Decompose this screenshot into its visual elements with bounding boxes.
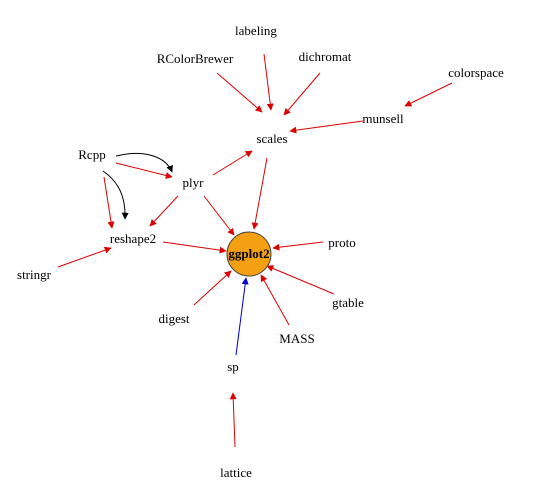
node-dichromat[interactable]: dichromat	[299, 49, 352, 64]
edge-plyr-to-scales	[212, 150, 253, 176]
node-labeling[interactable]: labeling	[235, 23, 277, 38]
node-scales[interactable]: scales	[256, 131, 287, 146]
node-labels: labeling RColorBrewer dichromat colorspa…	[17, 23, 504, 480]
node-sp[interactable]: sp	[227, 359, 239, 374]
edge-labeling-to-scales	[263, 53, 274, 111]
node-rcpp[interactable]: Rcpp	[78, 147, 105, 162]
node-reshape2[interactable]: reshape2	[110, 231, 156, 246]
edge-sp-to-ggplot2	[235, 277, 249, 356]
edge-rcolorbrewer-to-scales	[216, 72, 263, 113]
node-ggplot2[interactable]: ggplot2	[226, 231, 272, 277]
edge-plyr-to-reshape2	[149, 195, 179, 227]
edge-scales-to-ggplot2	[251, 157, 268, 230]
edge-munsell-to-scales	[289, 120, 364, 134]
edge-plyr-to-ggplot2	[203, 195, 235, 236]
edge-rcpp-to-plyr-loop	[115, 152, 173, 173]
node-gtable[interactable]: gtable	[332, 295, 364, 310]
edge-rcpp-to-reshape2-loop	[102, 170, 129, 220]
node-digest[interactable]: digest	[158, 311, 189, 326]
node-stringr[interactable]: stringr	[17, 267, 52, 282]
node-munsell[interactable]: munsell	[362, 111, 404, 126]
ggplot2-node-circle	[226, 231, 272, 277]
edge-rcpp-to-reshape2	[103, 176, 115, 229]
node-lattice[interactable]: lattice	[220, 465, 252, 480]
edge-gtable-to-ggplot2	[266, 265, 335, 295]
edge-colorspace-to-munsell	[404, 82, 453, 107]
node-rcolorbrewer[interactable]: RColorBrewer	[157, 51, 234, 66]
node-proto[interactable]: proto	[328, 235, 355, 250]
edge-stringr-to-reshape2	[57, 246, 112, 268]
edge-lattice-to-sp	[229, 392, 237, 448]
edge-mass-to-ggplot2	[260, 274, 290, 326]
node-colorspace[interactable]: colorspace	[448, 65, 504, 80]
node-plyr[interactable]: plyr	[183, 175, 205, 190]
edge-reshape2-to-ggplot2	[162, 241, 227, 254]
edge-dichromat-to-scales	[283, 72, 321, 116]
edge-rcpp-to-plyr	[115, 162, 173, 179]
edges-layer	[57, 53, 453, 448]
node-mass[interactable]: MASS	[279, 331, 314, 346]
edge-proto-to-ggplot2	[272, 241, 324, 251]
edge-digest-to-ggplot2	[193, 270, 232, 306]
ggplot2-label: ggplot2	[228, 246, 269, 261]
